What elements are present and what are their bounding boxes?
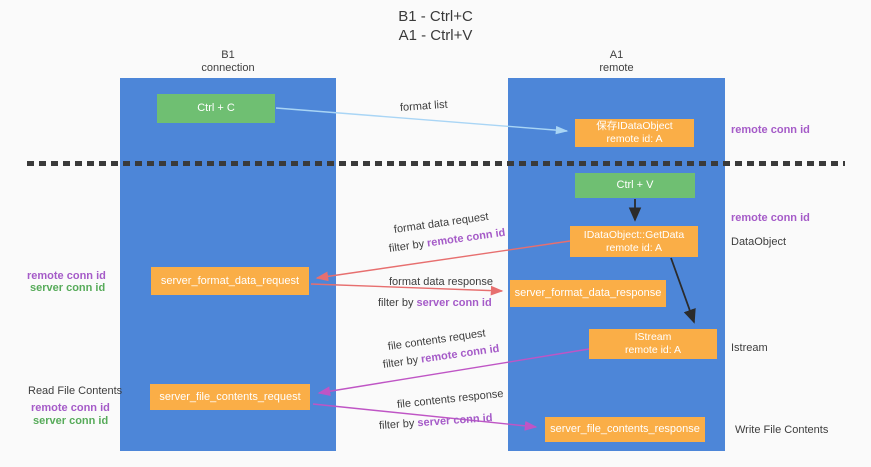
- node-ctrl-v-label: Ctrl + V: [616, 179, 654, 191]
- node-idataobject-getdata-line2: remote id: A: [605, 241, 663, 254]
- title-line-2: A1 - Ctrl+V: [398, 27, 473, 44]
- node-istream: IStream remote id: A: [589, 329, 717, 359]
- filter-by-text: filter by: [378, 297, 417, 309]
- node-istream-line1: IStream: [634, 331, 672, 343]
- label-remote-conn-id-right-mid: remote conn id: [731, 212, 810, 224]
- node-idataobject-getdata: IDataObject::GetData remote id: A: [570, 226, 698, 257]
- label-filter-by-server-2: filter by server conn id: [379, 412, 493, 432]
- node-ctrl-c: Ctrl + C: [157, 94, 275, 123]
- node-server-file-contents-response-label: server_file_contents_response: [550, 423, 700, 435]
- node-server-format-data-request-label: server_format_data_request: [160, 274, 300, 287]
- remote-conn-id-text: remote conn id: [426, 226, 507, 250]
- label-format-list: format list: [399, 98, 448, 114]
- filter-by-text: filter by: [382, 353, 422, 371]
- node-istream-line2: remote id: A: [624, 344, 682, 356]
- column-b1-name: B1: [221, 49, 235, 61]
- label-server-conn-id-left-1: server conn id: [30, 282, 106, 294]
- filter-by-text: filter by: [388, 237, 428, 255]
- label-remote-conn-id-right-top: remote conn id: [731, 124, 810, 136]
- node-server-file-contents-request: server_file_contents_request: [150, 384, 310, 410]
- node-ctrl-v: Ctrl + V: [575, 173, 695, 198]
- label-istream: Istream: [731, 342, 768, 354]
- node-save-idataobject-line1: 保存IDataObject: [596, 120, 673, 132]
- label-read-file-contents: Read File Contents: [28, 385, 123, 397]
- column-header-a1: A1 remote: [508, 49, 725, 75]
- node-server-file-contents-request-label: server_file_contents_request: [159, 390, 301, 403]
- label-server-conn-id-left-2: server conn id: [33, 415, 109, 427]
- column-a1-name: A1: [609, 49, 624, 61]
- label-file-contents-response: file contents response: [396, 387, 505, 411]
- label-remote-conn-id-left-2: remote conn id: [31, 402, 110, 414]
- node-save-idataobject-line2: remote id: A: [606, 133, 663, 145]
- page-title: B1 - Ctrl+C A1 - Ctrl+V: [0, 7, 871, 45]
- column-header-b1: B1 connection: [120, 49, 336, 75]
- label-filter-by-server-1: filter by server conn id: [378, 297, 492, 309]
- node-server-file-contents-response: server_file_contents_response: [545, 417, 705, 442]
- node-idataobject-getdata-line1: IDataObject::GetData: [583, 228, 685, 241]
- column-b1-subtitle: connection: [201, 62, 255, 74]
- server-conn-id-text: server conn id: [417, 412, 493, 430]
- node-server-format-data-response-label: server_format_data_response: [514, 287, 662, 299]
- node-save-idataobject: 保存IDataObject remote id: A: [575, 119, 694, 147]
- session-divider-dashed-line: [27, 161, 845, 166]
- node-server-format-data-request: server_format_data_request: [151, 267, 309, 295]
- label-dataobject: DataObject: [731, 236, 787, 248]
- filter-by-text: filter by: [378, 417, 418, 432]
- column-a1-subtitle: remote: [599, 62, 634, 74]
- label-write-file-contents: Write File Contents: [735, 424, 829, 436]
- label-format-data-response: format data response: [389, 276, 493, 288]
- node-ctrl-c-label: Ctrl + C: [197, 102, 235, 114]
- server-conn-id-text: server conn id: [416, 297, 492, 309]
- title-line-1: B1 - Ctrl+C: [398, 8, 473, 25]
- node-server-format-data-response: server_format_data_response: [510, 280, 666, 307]
- label-remote-conn-id-left-1: remote conn id: [27, 270, 106, 282]
